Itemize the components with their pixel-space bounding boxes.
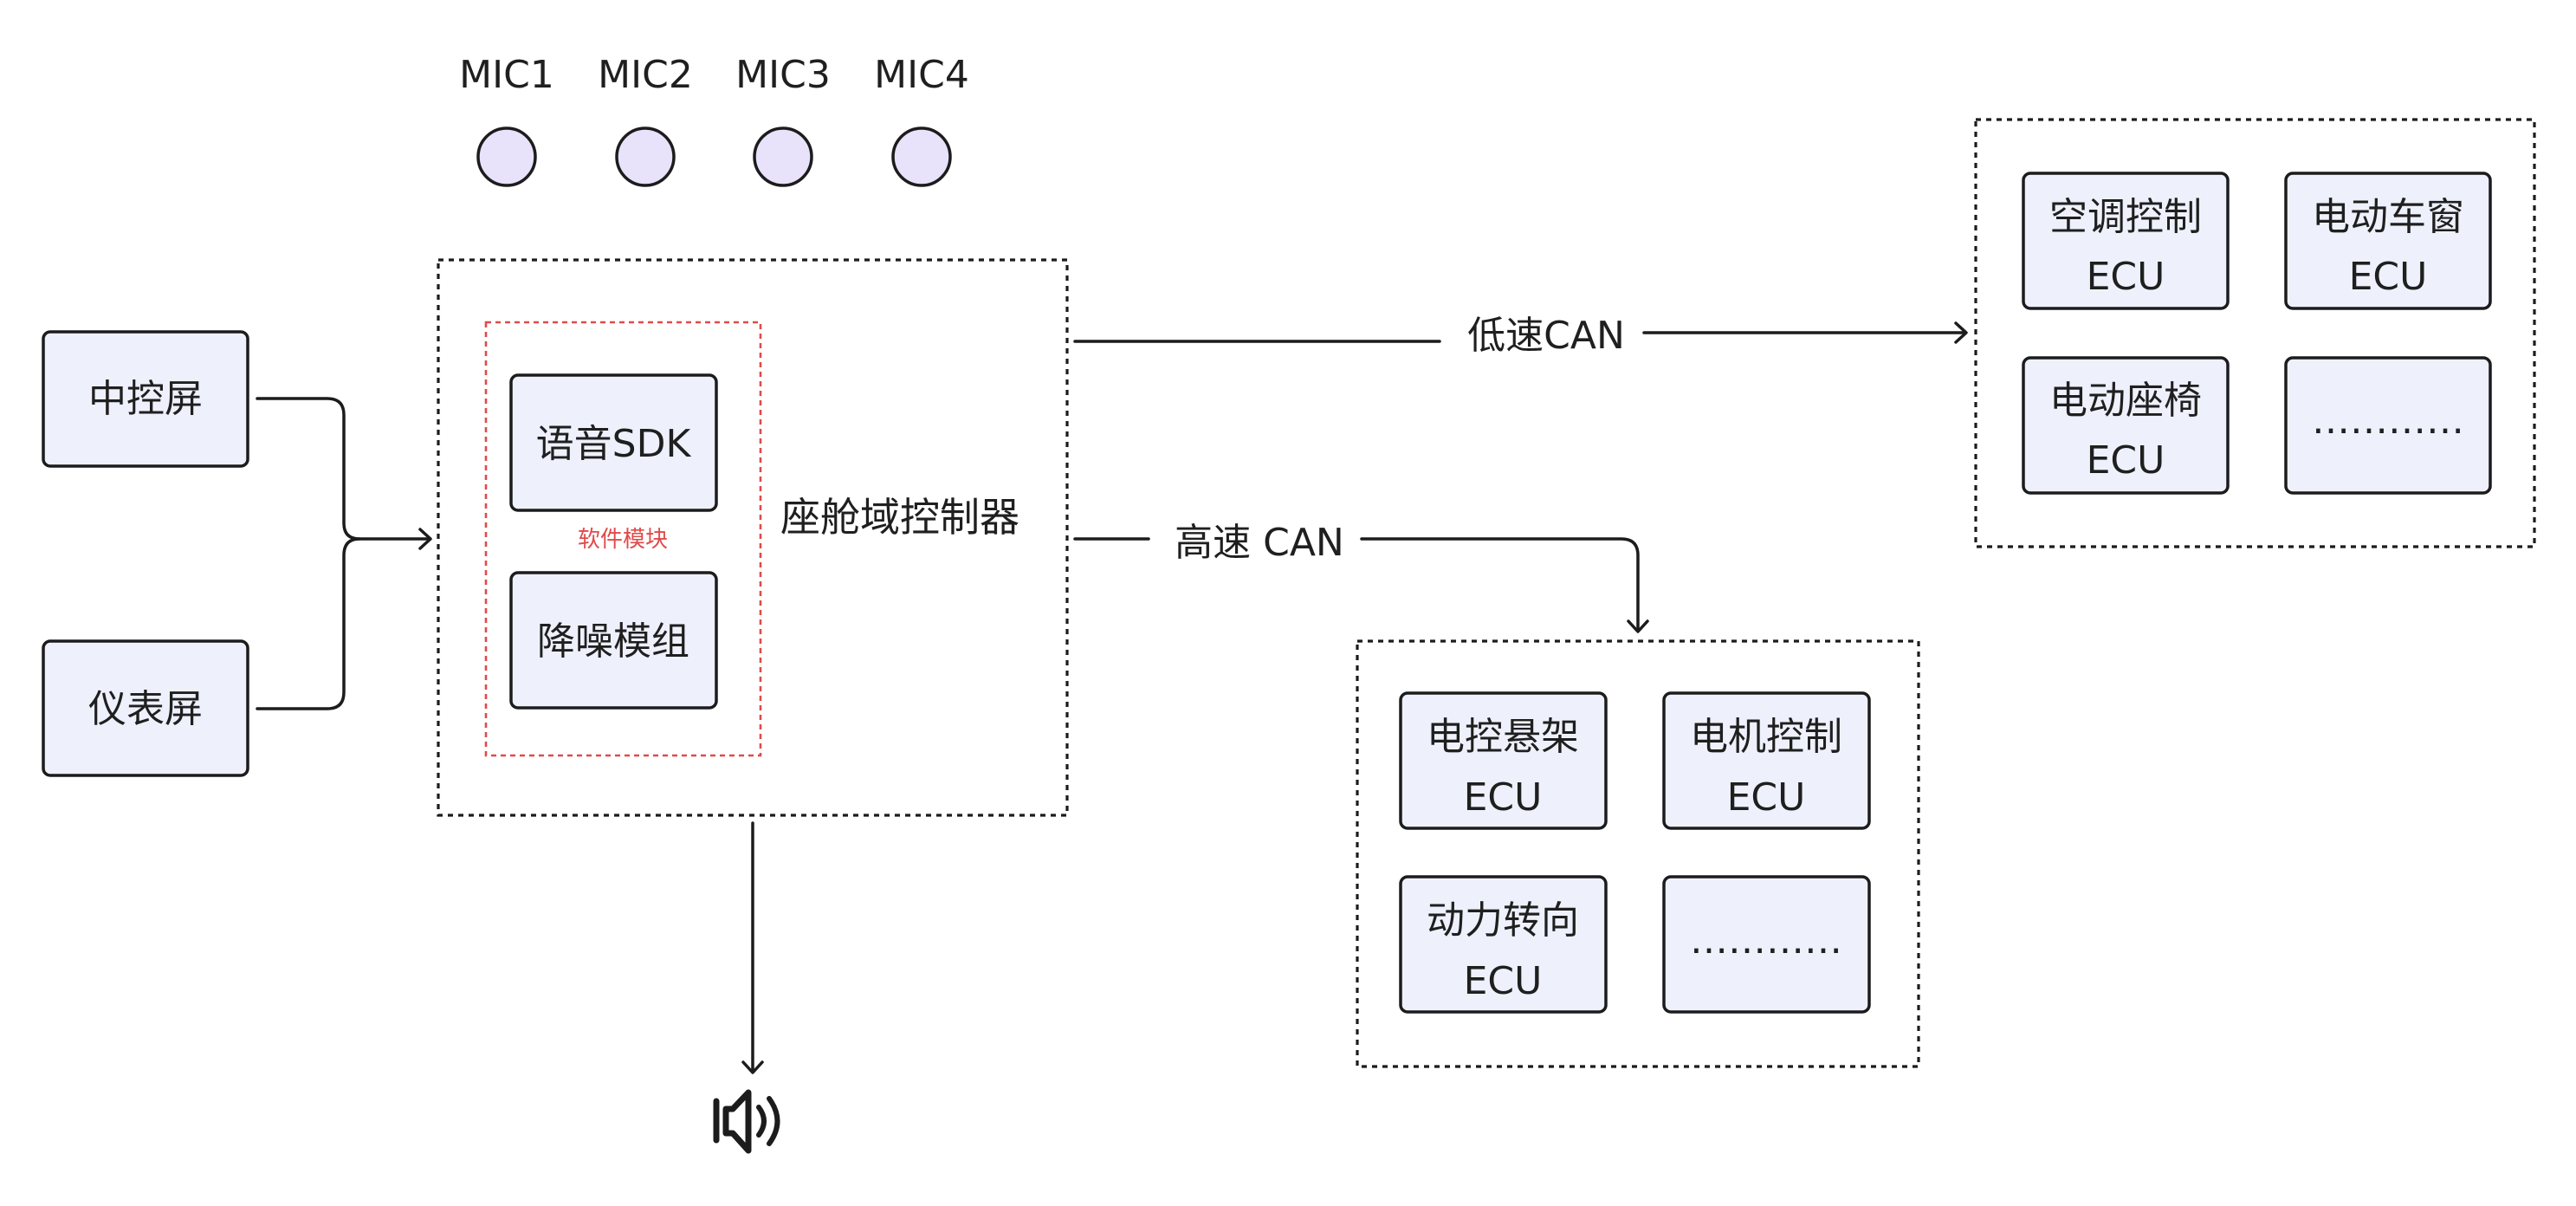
connector-instrument-screen [256, 537, 361, 710]
software-module-box [484, 321, 762, 757]
center-screen-node: 中控屏 [42, 330, 249, 468]
mic-2-node [615, 126, 676, 187]
instrument-screen-label: 仪表屏 [88, 687, 203, 731]
high-can-ecu-3-name: 动力转向 [1427, 898, 1579, 943]
mic-label-4: MIC4 [874, 53, 969, 97]
low-can-label: 低速CAN [1467, 314, 1625, 358]
high-can-group-box [1356, 639, 1920, 1068]
speaker-arrowhead [741, 1060, 764, 1074]
low-can-ecu-1-name: 空调控制 [2049, 195, 2202, 239]
high-can-ecu-2-name: 电机控制 [1690, 715, 1842, 759]
high-can-arrowhead [1627, 619, 1649, 633]
high-can-ecu-1: 电控悬架 ECU [1399, 691, 1608, 830]
mic-array: MIC1 MIC2 MIC3 MIC4 [459, 53, 969, 187]
high-can-ecu-3-type: ECU [1464, 959, 1543, 1003]
connector-center-screen [256, 397, 430, 541]
low-can-ecu-1: 空调控制 ECU [2022, 172, 2230, 310]
center-screen-label: 中控屏 [88, 377, 203, 421]
speaker-icon [713, 1089, 780, 1154]
low-can-ecu-1-type: ECU [2087, 255, 2165, 299]
high-can-ecu-more-label: ………… [1690, 918, 1842, 963]
low-can-ecu-3-name: 电动座椅 [2049, 379, 2202, 423]
low-can-group-box [1974, 118, 2536, 548]
low-can-ecu-2: 电动车窗 ECU [2284, 172, 2492, 310]
controller-box [437, 258, 1069, 817]
high-can-label: 高速 CAN [1175, 521, 1344, 565]
arrow-into-controller [418, 528, 432, 550]
high-can-line-right [1360, 537, 1640, 632]
instrument-screen-node: 仪表屏 [42, 639, 249, 777]
low-can-ecu-3-type: ECU [2087, 438, 2165, 483]
noise-module-label: 降噪模组 [537, 619, 689, 664]
high-can-ecu-more: ………… [1662, 875, 1871, 1014]
high-can-ecu-2: 电机控制 ECU [1662, 691, 1871, 830]
controller-label: 座舱域控制器 [780, 494, 1019, 541]
high-can-ecu-3: 动力转向 ECU [1399, 875, 1608, 1014]
mic-3-node [753, 126, 813, 187]
low-can-ecu-2-type: ECU [2349, 255, 2428, 299]
mic-label-3: MIC3 [735, 53, 831, 97]
mic-1-node [476, 126, 537, 187]
high-can-ecu-1-name: 电控悬架 [1427, 715, 1579, 759]
mic-label-2: MIC2 [598, 53, 693, 97]
noise-module-node: 降噪模组 [509, 571, 718, 710]
high-can-ecu-2-type: ECU [1727, 775, 1806, 820]
software-module-label: 软件模块 [578, 527, 668, 553]
low-can-arrowhead [1954, 321, 1968, 344]
mic-label-1: MIC1 [459, 53, 554, 97]
mic-4-node [891, 126, 952, 187]
high-can-ecu-1-type: ECU [1464, 775, 1543, 820]
low-can-ecu-more: ………… [2284, 356, 2492, 495]
low-can-ecu-3: 电动座椅 ECU [2022, 356, 2230, 495]
low-can-ecu-more-label: ………… [2312, 399, 2464, 443]
voice-sdk-node: 语音SDK [509, 373, 718, 512]
voice-sdk-label: 语音SDK [536, 422, 692, 466]
low-can-ecu-2-name: 电动车窗 [2312, 195, 2464, 239]
